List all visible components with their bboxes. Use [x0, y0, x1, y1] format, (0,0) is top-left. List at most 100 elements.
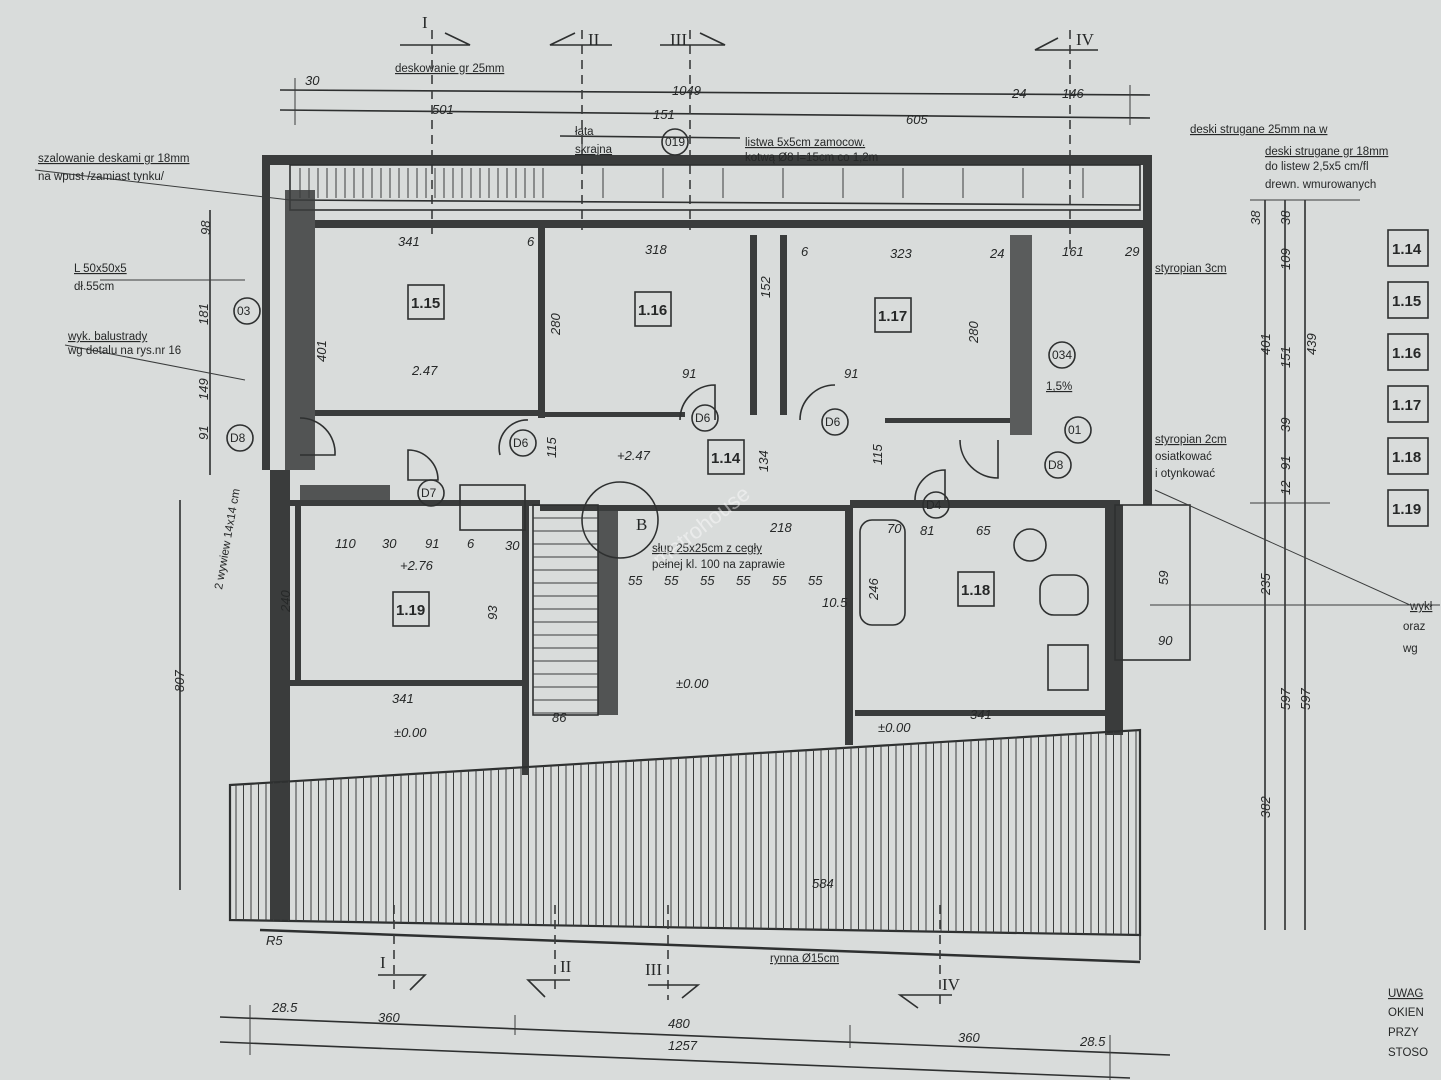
dimension-value: 240	[278, 590, 293, 613]
dimension-value: 12	[1278, 480, 1293, 495]
legend-box	[1387, 437, 1429, 475]
dimension-value: 246	[866, 578, 881, 601]
detail-tag-circle	[226, 424, 254, 452]
annotation-text: deski strugane gr 18mm	[1265, 146, 1388, 158]
room-number: 1.18	[961, 582, 990, 599]
dimension-value: 597	[1278, 688, 1293, 710]
walls	[262, 155, 1191, 920]
dimension-value: 38	[1248, 210, 1263, 225]
level-mark: +2.76	[400, 558, 434, 573]
annotation-text: wg detalu na rys.nr 16	[67, 345, 181, 357]
dimension-value: 38	[1278, 210, 1293, 225]
dimension-value: 401	[314, 340, 329, 362]
detail-tag: D6	[695, 411, 711, 425]
annotation-text: UWAG	[1388, 988, 1423, 1000]
detail-tag-circle	[509, 429, 537, 457]
dimension-value: 115	[870, 444, 885, 465]
annotation-text: deski strugane 25mm na w	[1190, 124, 1328, 136]
annotation-text: słup 25x25cm z cegły	[652, 543, 762, 555]
dimension-value: 181	[196, 303, 211, 325]
annotation-text: oraz	[1403, 621, 1426, 633]
dimension-value: 152	[758, 276, 773, 298]
dimension-value: 134	[756, 450, 771, 472]
legend-room-number: 1.15	[1392, 293, 1421, 310]
dimension-value: 24	[1011, 86, 1026, 101]
roof-eave	[262, 155, 1152, 211]
annotation-text: B	[636, 515, 647, 534]
dimension-value: 55	[808, 573, 823, 588]
annotation-text: pełnej kl. 100 na zaprawie	[652, 559, 785, 571]
annotation-text: do listew 2,5x5 cm/fl	[1265, 161, 1369, 173]
dimension-value: 6	[801, 244, 809, 259]
dimension-value: 30	[382, 536, 397, 551]
dimension-value: 6	[467, 536, 475, 551]
dimension-value: 401	[1258, 333, 1273, 355]
annotation-text: 1,5%	[1046, 381, 1072, 393]
legend-room-number: 1.18	[1392, 449, 1421, 466]
top-dimension-lines	[279, 78, 1151, 139]
dimension-value: 55	[772, 573, 787, 588]
dimension-value: 30	[505, 538, 520, 553]
dimension-value: 218	[769, 520, 792, 535]
detail-tag-circle	[417, 479, 445, 507]
detail-tag: D8	[1048, 458, 1064, 472]
detail-tag-circle	[1044, 451, 1072, 479]
dimension-value: 91	[196, 426, 211, 440]
room-number-box	[407, 284, 445, 320]
detail-tag: D6	[513, 436, 529, 450]
dimension-value: 149	[196, 378, 211, 400]
dimension-value: 597	[1298, 688, 1313, 710]
annotation-text: na wpust /zamiast tynku/	[38, 171, 165, 183]
legend-room-number: 1.16	[1392, 345, 1421, 362]
annotation-text: drewn. wmurowanych	[1265, 179, 1376, 191]
dimension-value: R5	[266, 933, 283, 948]
dimension-value: 439	[1304, 333, 1319, 355]
dimension-value: 55	[700, 573, 715, 588]
dimension-value: 81	[920, 523, 934, 538]
dimension-value: 480	[668, 1016, 690, 1031]
level-mark: +2.47	[617, 448, 651, 463]
dimension-value: 28.5	[271, 1000, 298, 1015]
dimension-value: 807	[172, 670, 187, 692]
detail-tag: D7	[421, 486, 437, 500]
dimension-value: 280	[966, 321, 981, 344]
dimension-value: 115	[544, 437, 559, 458]
detail-tag: D6	[825, 415, 841, 429]
dimension-value: 1049	[672, 83, 701, 98]
section-marker-label: III	[670, 30, 687, 49]
annotation-text: L 50x50x5	[74, 263, 127, 275]
left-dimension-lines	[34, 169, 291, 890]
annotation-text: PRZY	[1388, 1027, 1419, 1039]
dimension-value: 323	[890, 246, 912, 261]
annotation-text: skrajna	[575, 144, 613, 156]
level-mark: ±0.00	[878, 720, 911, 735]
detail-tag: 034	[1052, 348, 1072, 362]
dimension-value: 86	[552, 710, 567, 725]
section-marker-label: II	[588, 30, 600, 49]
detail-tag: D8	[230, 431, 246, 445]
legend-box	[1387, 229, 1429, 267]
annotation-text: dł.55cm	[74, 281, 114, 293]
dimension-value: 360	[378, 1010, 400, 1025]
room-number-box	[957, 571, 995, 607]
terrace-hatch	[228, 728, 1142, 964]
room-number: 1.16	[638, 302, 667, 319]
dimension-value: 91	[425, 536, 439, 551]
annotation-text: wg	[1402, 643, 1418, 655]
dimension-value: 151	[1278, 346, 1293, 368]
detail-tag-circle	[233, 297, 261, 325]
dimension-value: 55	[736, 573, 751, 588]
dimension-value: 10.5	[822, 595, 848, 610]
dimension-value: 28.5	[1079, 1034, 1106, 1049]
room-number-box	[634, 291, 672, 327]
dimension-value: 280	[548, 313, 563, 336]
detail-tag: D4	[926, 498, 942, 512]
dimension-value: 605	[906, 112, 928, 127]
room-number: 1.17	[878, 308, 907, 325]
section-marker-label: II	[560, 957, 572, 976]
dimension-value: 98	[198, 220, 213, 235]
dimension-value: 93	[485, 605, 500, 620]
dimension-value: 151	[653, 107, 675, 122]
annotation-text: OKIEN	[1388, 1007, 1424, 1019]
